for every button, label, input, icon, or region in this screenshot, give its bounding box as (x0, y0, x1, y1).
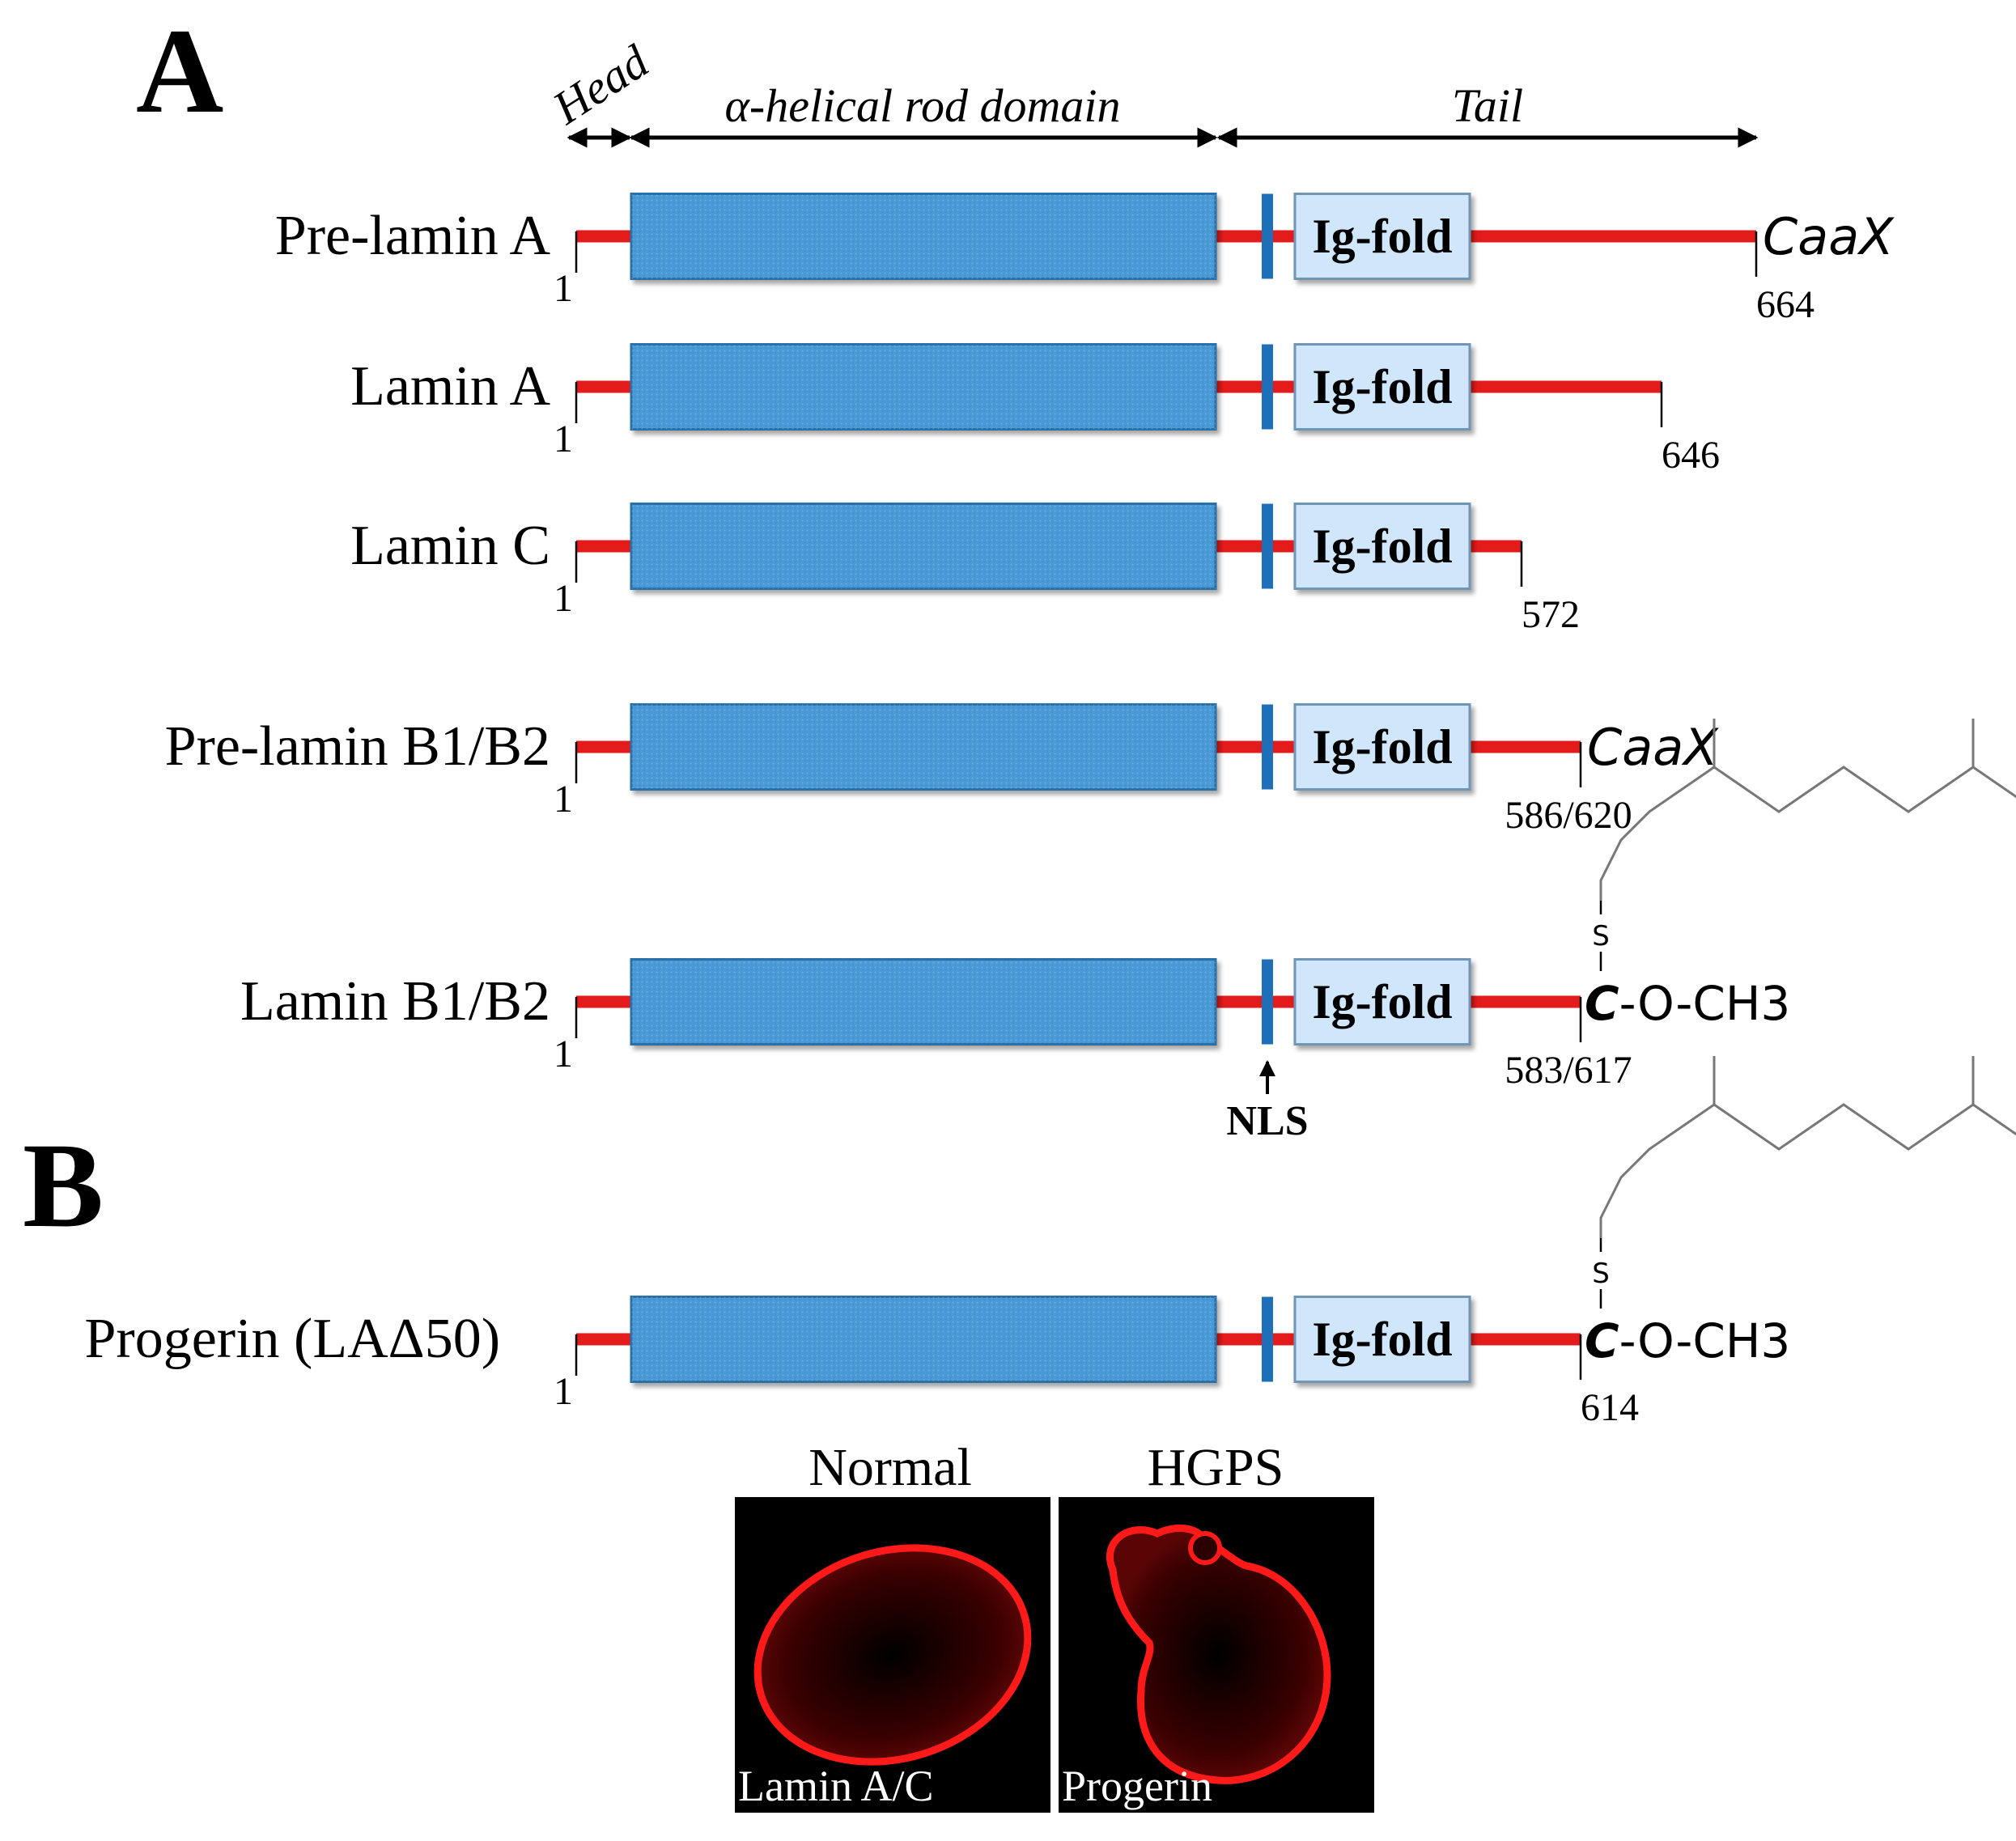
rod-texture (631, 503, 1216, 589)
rod-texture (631, 193, 1216, 279)
start-residue: 1 (554, 577, 573, 620)
ig-fold-domain (1293, 343, 1471, 431)
protein-name: Progerin (LAΔ50) (84, 1308, 500, 1370)
ig-fold-label: Ig-fold (1312, 520, 1452, 573)
domain-header: Head α-helical rod domain Tail (543, 34, 1759, 148)
start-residue: 1 (554, 418, 573, 460)
ig-fold-domain (1293, 958, 1471, 1046)
rod-texture (631, 959, 1216, 1045)
nucleus-hgps (1106, 1524, 1331, 1784)
rod-texture (631, 704, 1216, 790)
protein-row: Pre-lamin A1 Ig-fold 664 CaaX (275, 193, 1895, 326)
micrograph-hgps: HGPS Progerin (1059, 1438, 1374, 1813)
rod-texture (631, 344, 1216, 430)
ig-fold-domain (1293, 193, 1471, 280)
protein-row: Pre-lamin B1/B21 Ig-fold 586/620 CaaX (165, 703, 1719, 837)
rod-texture (631, 1296, 1216, 1382)
panel-label-b: B (23, 1118, 104, 1253)
micrograph-stain-hgps: Progerin (1062, 1762, 1212, 1810)
terminal-modification: C-O-CH3 (1585, 976, 1790, 1031)
nls-label: NLS (1226, 1098, 1308, 1144)
sulfur-label: S (1592, 1258, 1610, 1290)
end-residue: 572 (1522, 593, 1580, 636)
micrograph-normal: Normal Lamin A/C (735, 1438, 1050, 1813)
end-residue: 586/620 (1505, 794, 1632, 837)
terminal-motif: CaaX (1587, 718, 1719, 777)
protein-name: Lamin B1/B2 (240, 970, 550, 1033)
terminal-modification: C-O-CH3 (1585, 1313, 1790, 1368)
end-residue: 583/617 (1505, 1049, 1632, 1092)
ig-fold-label: Ig-fold (1312, 1313, 1452, 1366)
terminal-motif: CaaX (1763, 207, 1895, 266)
nls-marker (1262, 704, 1273, 790)
protein-name: Pre-lamin B1/B2 (165, 715, 550, 778)
nls-annotation: NLS (1226, 1060, 1309, 1144)
farnesyl-chain (1599, 1103, 2016, 1238)
panel-label-a: A (136, 4, 223, 138)
start-residue: 1 (554, 1370, 573, 1413)
ig-fold-label: Ig-fold (1312, 360, 1452, 414)
ig-fold-domain (1293, 703, 1471, 791)
micrograph-title-normal: Normal (809, 1438, 972, 1497)
end-residue: 614 (1581, 1386, 1639, 1429)
start-residue: 1 (554, 267, 573, 310)
tail-label: Tail (1452, 79, 1523, 132)
protein-row: Progerin (LAΔ50) 1 Ig-fold 614 C-O-CH3 S (84, 1056, 2016, 1429)
protein-name: Lamin C (350, 515, 550, 577)
start-residue: 1 (554, 1033, 573, 1075)
protein-name: Lamin A (350, 355, 550, 418)
ig-fold-label: Ig-fold (1312, 975, 1452, 1029)
end-residue: 664 (1756, 283, 1814, 326)
micrograph-title-hgps: HGPS (1148, 1438, 1284, 1497)
nls-marker (1262, 503, 1273, 589)
rod-label: α-helical rod domain (724, 79, 1120, 132)
ig-fold-label: Ig-fold (1312, 210, 1452, 263)
start-residue: 1 (554, 778, 573, 821)
sulfur-label: S (1592, 920, 1610, 952)
nucleus-normal (753, 1544, 1032, 1766)
nls-marker (1262, 1296, 1273, 1382)
end-residue: 646 (1662, 434, 1720, 477)
head-label: Head (543, 34, 658, 134)
nls-marker (1262, 344, 1273, 430)
protein-row: Lamin C1 Ig-fold 572 (350, 503, 1580, 636)
ig-fold-label: Ig-fold (1312, 720, 1452, 774)
nls-marker (1262, 959, 1273, 1045)
ig-fold-domain (1293, 503, 1471, 590)
nls-marker (1262, 193, 1273, 279)
nucleus-hgps-bleb (1188, 1531, 1222, 1565)
protein-name: Pre-lamin A (275, 205, 551, 267)
protein-row: Lamin A1 Ig-fold 646 (350, 343, 1720, 477)
ig-fold-domain (1293, 1296, 1471, 1383)
micrograph-stain-normal: Lamin A/C (738, 1762, 934, 1810)
farnesyl-chain (1599, 766, 2016, 901)
